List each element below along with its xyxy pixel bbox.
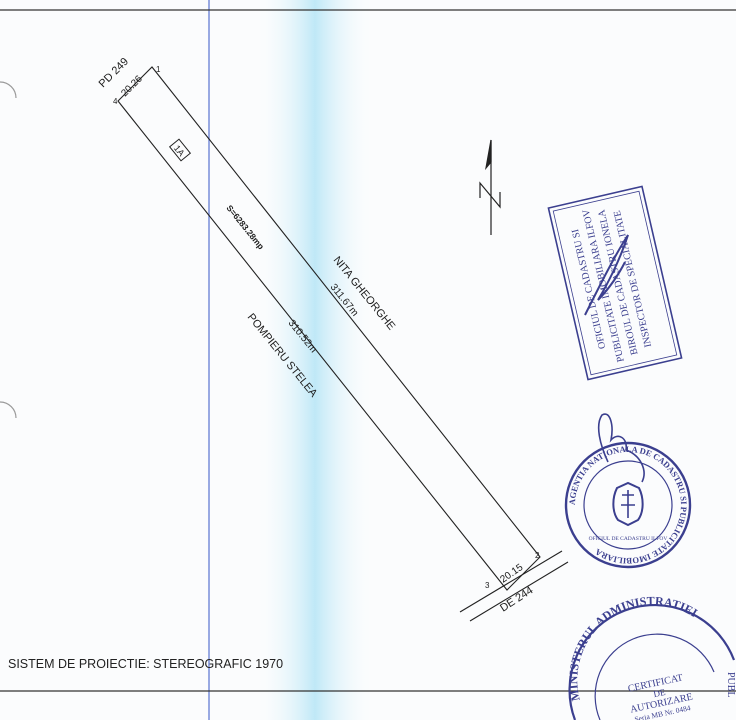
vertex-3: 3 (485, 581, 490, 590)
road-de-244 (459, 550, 569, 622)
road-label: DE 244 (498, 584, 535, 614)
svg-text:OFICIUL DE CADASTRU ILFOV: OFICIUL DE CADASTRU ILFOV (589, 536, 668, 542)
projection-system-caption: SISTEM DE PROIECTIE: STEREOGRAFIC 1970 (8, 657, 284, 671)
authorization-certificate-stamp: MINISTERUL ADMINISTRATIEI CERTIFICAT DE … (566, 594, 736, 720)
vertex-2: 2 (535, 551, 540, 560)
south-width: 20.15 (498, 562, 525, 586)
cadastre-office-stamp: OFICIUL DE CADASTRU SI PUBLICITATE IMOBI… (547, 185, 683, 381)
north-arrow-icon (479, 139, 501, 235)
agency-round-stamp: AGENTIA NATIONALA DE CADASTRU SI PUBLICI… (564, 441, 692, 569)
vertex-1: 1 (156, 65, 161, 74)
parcel-code-badge: 1A (168, 138, 192, 162)
svg-text:PUBL: PUBL (725, 672, 736, 698)
svg-text:DE: DE (652, 687, 666, 699)
vertex-4: 4 (113, 97, 118, 106)
punch-hole-bottom (0, 401, 17, 419)
signature-round-stamp (597, 413, 645, 483)
scan-fold-band (255, 0, 375, 720)
signature-square-stamp (584, 234, 629, 316)
punch-hole-top (0, 81, 17, 99)
parcel-outline (117, 66, 541, 591)
